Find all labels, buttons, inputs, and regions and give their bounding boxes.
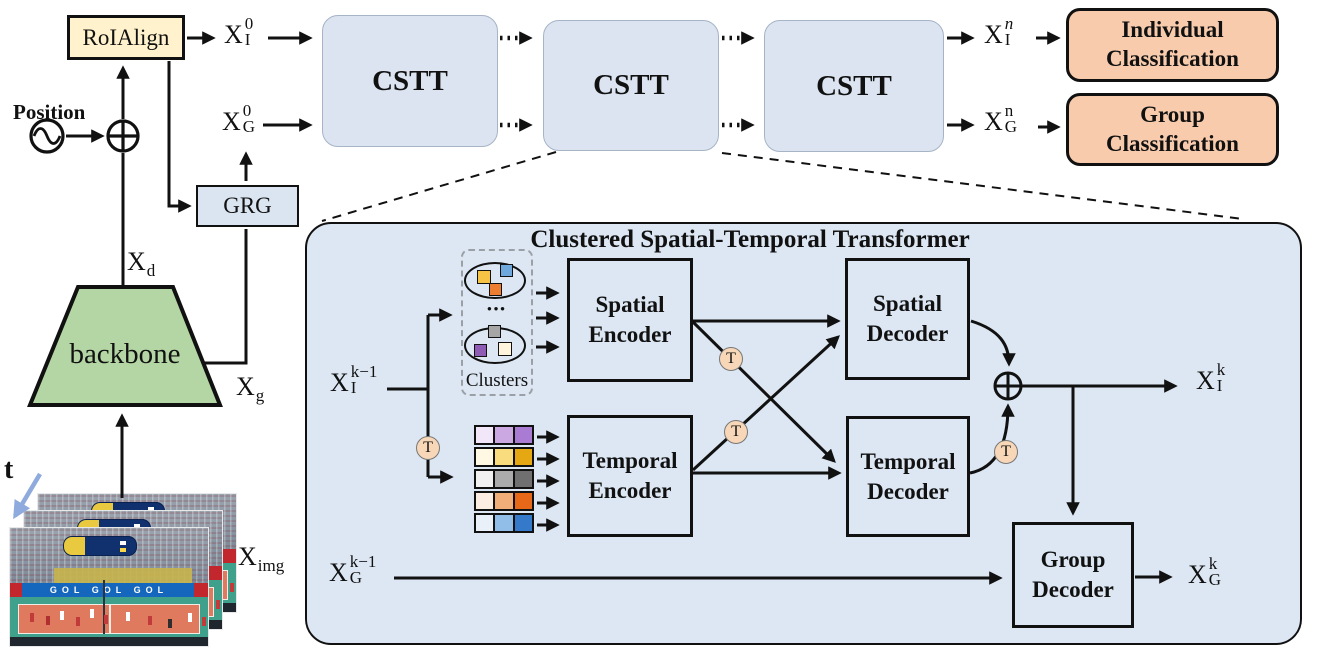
panel-title: Clustered Spatial-Temporal Transformer xyxy=(530,226,970,253)
cluster-square-cream xyxy=(498,342,512,356)
cluster-square-gray xyxy=(488,325,501,338)
feature-cell xyxy=(493,515,513,531)
feature-cell xyxy=(476,449,494,465)
individual-line: Individual xyxy=(1121,17,1224,43)
panel-add-icon xyxy=(993,371,1023,401)
grg-label: GRG xyxy=(223,193,272,218)
scoreboard-overlay xyxy=(63,536,137,557)
roialign-box: RoIAlign xyxy=(67,15,185,60)
transpose-icon: T xyxy=(724,420,748,444)
position-label: Position xyxy=(13,100,86,124)
dotted-arrows xyxy=(500,31,755,132)
feature-row xyxy=(474,491,534,511)
cstt-label: CSTT xyxy=(593,69,669,101)
label-t: t xyxy=(4,454,14,485)
volleyball-court xyxy=(17,603,201,635)
cluster-square-orange xyxy=(489,283,502,296)
cstt-label: CSTT xyxy=(372,64,448,97)
cluster-square-purple xyxy=(474,344,487,357)
classification-line: Classification xyxy=(1106,46,1239,71)
time-arrow-icon xyxy=(13,472,42,520)
feature-row xyxy=(474,425,534,445)
backbone-shape xyxy=(27,285,223,407)
dashed-connectors xyxy=(321,151,1244,222)
group-classification-box: Group Classification xyxy=(1066,93,1279,166)
players xyxy=(29,612,34,622)
feature-cell xyxy=(476,427,494,443)
ellipsis-dots: ••• xyxy=(487,301,507,316)
feature-cell xyxy=(476,515,494,531)
cluster-square-blue xyxy=(500,264,513,277)
individual-classification-box: Individual Classification xyxy=(1066,8,1279,82)
cstt-box-1: CSTT xyxy=(322,15,498,147)
net-post xyxy=(103,579,106,635)
transpose-icon: T xyxy=(994,440,1018,464)
clusters-group xyxy=(461,249,533,396)
video-frame-front: GOL GOL GOL xyxy=(9,527,209,647)
feature-row xyxy=(474,513,534,533)
cstt-label: CSTT xyxy=(816,69,892,102)
backbone-label: backbone xyxy=(69,338,181,370)
feature-cell xyxy=(476,471,494,487)
feature-cell xyxy=(493,471,513,487)
feature-cell xyxy=(512,515,532,531)
feature-row xyxy=(474,469,534,489)
cluster-square-yellow xyxy=(477,270,491,284)
add-icon xyxy=(106,119,140,153)
grg-box: GRG xyxy=(196,185,299,227)
classification-line: Classification xyxy=(1106,130,1239,156)
cluster-ellipse-1 xyxy=(464,262,526,299)
group-line: Group xyxy=(1140,101,1205,127)
feature-cell xyxy=(512,493,532,509)
ad-band: GOL GOL GOL xyxy=(10,583,208,598)
feature-cell xyxy=(493,449,513,465)
transpose-icon: T xyxy=(719,347,743,371)
roialign-label: RoIAlign xyxy=(82,24,170,50)
cstt-box-2: CSTT xyxy=(543,20,719,151)
clusters-label: Clusters xyxy=(465,370,529,391)
position-encoding-icon xyxy=(29,118,65,154)
feature-cell xyxy=(512,471,532,487)
transpose-icon: T xyxy=(416,436,440,460)
feature-cell xyxy=(493,493,513,509)
cstt-box-3: CSTT xyxy=(764,20,944,152)
feature-cell xyxy=(493,427,513,443)
crowd-yellow-section xyxy=(53,568,193,587)
feature-cell xyxy=(512,427,532,443)
pipeline-arrows xyxy=(66,31,1061,498)
panel-arrows xyxy=(387,286,1178,585)
bottom-strip xyxy=(10,636,208,646)
feature-row xyxy=(474,447,534,467)
feature-cell xyxy=(476,493,494,509)
feature-cell xyxy=(512,449,532,465)
